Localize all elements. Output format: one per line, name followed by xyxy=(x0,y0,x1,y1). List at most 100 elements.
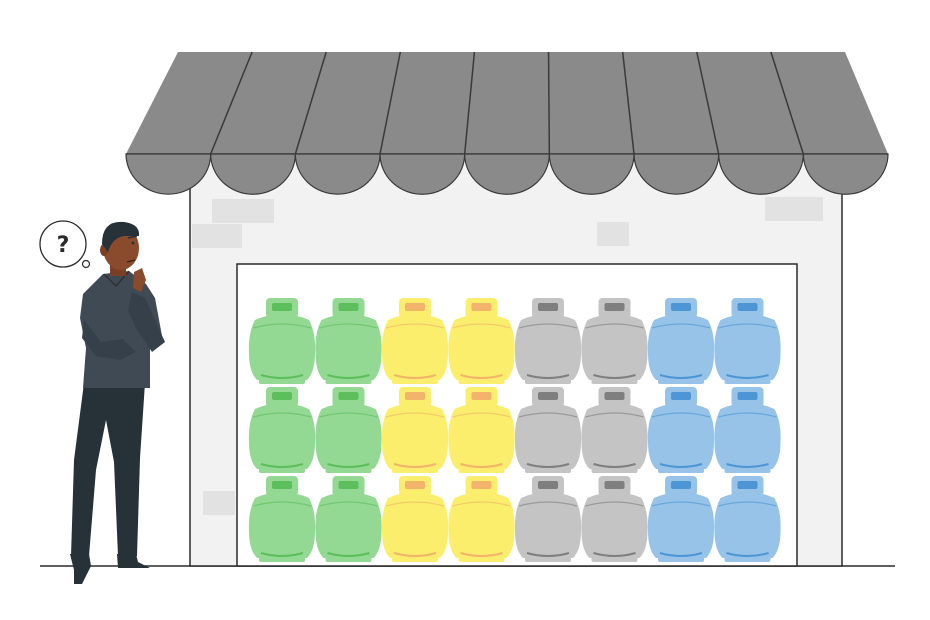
cylinder-shoulder xyxy=(452,412,511,418)
cylinder-shoulder xyxy=(452,501,511,507)
cylinder-body xyxy=(315,314,382,380)
gas-cylinder-gray xyxy=(514,298,582,384)
cylinder-valve xyxy=(338,303,359,311)
awning-stripe-line xyxy=(379,51,402,155)
gas-cylinder-gray xyxy=(514,387,582,473)
cylinder-shoulder xyxy=(585,323,644,329)
cylinder-base-stripe xyxy=(526,552,570,557)
cylinder-body xyxy=(514,403,582,469)
cylinder-shoulder xyxy=(452,323,511,329)
cylinder-body xyxy=(714,314,781,380)
cylinder-base xyxy=(259,556,305,562)
cylinder-base-stripe xyxy=(260,374,304,379)
cylinder-body xyxy=(448,314,515,380)
cylinder-shoulder xyxy=(585,501,644,507)
man-hair xyxy=(102,221,140,252)
awning-scallop xyxy=(633,153,720,195)
awning-stripes xyxy=(209,51,805,155)
gas-cylinder-blue xyxy=(714,298,781,384)
cylinder-body xyxy=(581,314,648,380)
gas-cylinder-green xyxy=(248,387,316,473)
cylinder-shoulder xyxy=(319,412,378,418)
cylinder-base-stripe xyxy=(393,463,437,468)
awning-scallop xyxy=(548,153,635,195)
cylinder-valve xyxy=(604,481,625,489)
cylinder-base-stripe xyxy=(260,463,304,468)
awning-stripe-line xyxy=(770,51,805,155)
cylinder-body xyxy=(448,492,515,558)
awning-scallops xyxy=(125,153,889,195)
cylinder-base-stripe xyxy=(327,552,370,557)
cylinder-base-stripe xyxy=(460,463,503,468)
awning-scallop xyxy=(718,153,804,195)
cylinder-body xyxy=(714,492,781,558)
cylinder-base xyxy=(591,556,638,562)
wall-brick xyxy=(212,199,274,223)
cylinder-base-stripe xyxy=(393,374,437,379)
cylinder-shoulder xyxy=(718,412,777,418)
cylinder-base-stripe xyxy=(460,374,503,379)
gas-cylinder-gray xyxy=(581,476,648,562)
cylinder-base xyxy=(259,378,305,384)
wall-brick xyxy=(203,491,235,515)
cylinder-body xyxy=(581,492,648,558)
cylinder-base-stripe xyxy=(260,552,304,557)
cylinder-valve xyxy=(272,392,292,400)
cylinder-base xyxy=(591,378,638,384)
cylinder-base xyxy=(325,556,372,562)
shop-awning xyxy=(125,51,889,195)
cylinder-body xyxy=(381,314,449,380)
cylinder-body xyxy=(448,403,515,469)
man-eye xyxy=(131,241,135,245)
cylinder-valve xyxy=(671,481,691,489)
cylinder-valve xyxy=(405,392,425,400)
cylinder-valve xyxy=(538,481,558,489)
cylinder-valve xyxy=(272,303,292,311)
awning-stripe-line xyxy=(463,51,476,155)
gas-cylinder-gray xyxy=(581,387,648,473)
cylinder-base xyxy=(458,467,505,473)
cylinder-valve xyxy=(604,303,625,311)
cylinder-base-stripe xyxy=(526,463,570,468)
cylinder-body xyxy=(248,492,316,558)
cylinder-base-stripe xyxy=(593,374,636,379)
cylinder-base-stripe xyxy=(460,552,503,557)
awning-roof xyxy=(126,52,888,154)
cylinder-base-stripe xyxy=(726,552,769,557)
cylinder-body xyxy=(315,492,382,558)
gas-cylinder-green xyxy=(315,476,382,562)
gas-cylinder-yellow xyxy=(448,476,515,562)
awning-stripe-line xyxy=(547,51,551,155)
cylinder-valve xyxy=(405,303,425,311)
cylinder-base xyxy=(658,378,704,384)
gas-cylinder-yellow xyxy=(448,387,515,473)
cylinder-valve xyxy=(671,392,691,400)
cylinder-valve xyxy=(737,481,758,489)
gas-cylinder-blue xyxy=(647,298,715,384)
man-left-shoe xyxy=(70,554,91,584)
awning-scallop xyxy=(464,153,550,195)
cylinder-valve xyxy=(737,392,758,400)
cylinder-base xyxy=(724,378,771,384)
cylinder-valve xyxy=(538,303,558,311)
cylinder-shoulder xyxy=(651,501,711,507)
cylinder-base-stripe xyxy=(659,463,703,468)
cylinder-body xyxy=(647,403,715,469)
cylinder-base-stripe xyxy=(393,552,437,557)
cylinder-shoulder xyxy=(385,501,445,507)
cylinder-shoulder xyxy=(252,323,312,329)
cylinder-shoulder xyxy=(385,323,445,329)
man-eyebrow xyxy=(127,235,138,239)
cylinder-body xyxy=(647,314,715,380)
awning-scallop xyxy=(294,153,381,195)
cylinder-shoulder xyxy=(518,323,578,329)
cylinder-valve xyxy=(272,481,292,489)
gas-cylinder-yellow xyxy=(381,298,449,384)
cylinder-base-stripe xyxy=(726,374,769,379)
cylinder-valve xyxy=(471,392,492,400)
cylinder-body xyxy=(647,492,715,558)
gas-cylinder-green xyxy=(248,298,316,384)
cylinder-valve xyxy=(471,303,492,311)
gas-cylinder-green xyxy=(315,298,382,384)
